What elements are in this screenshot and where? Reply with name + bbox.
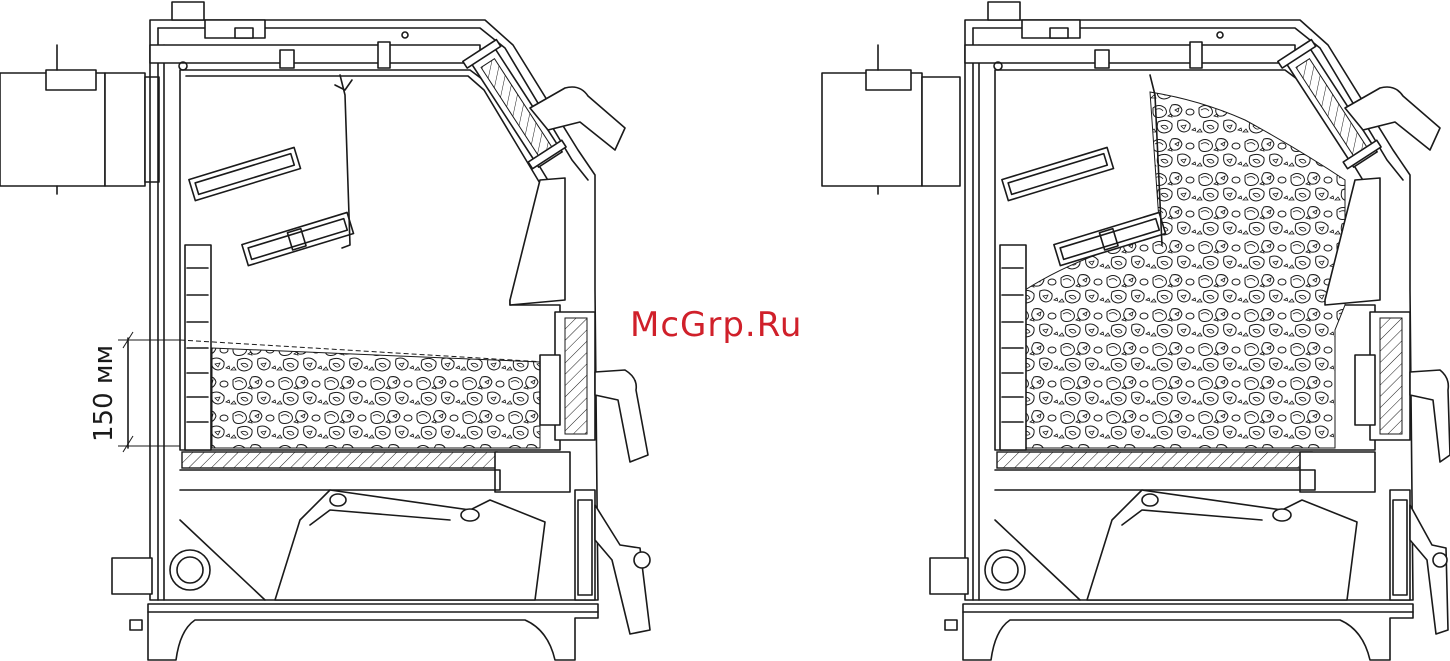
ash-chamber <box>180 470 500 490</box>
baffle-plate-upper <box>189 147 301 200</box>
return-pipe <box>985 550 1025 590</box>
fuel-load-low <box>212 348 540 448</box>
boiler-right <box>822 2 1450 660</box>
baffle-plate-upper <box>1002 147 1114 200</box>
level-dimension-label: 150 мм <box>89 345 119 442</box>
fuel-load-full <box>1025 92 1345 448</box>
ash-chamber <box>995 470 1315 490</box>
watermark: McGrp.Ru <box>630 308 802 342</box>
baffle-plate-lower <box>242 212 354 265</box>
grate <box>997 452 1312 468</box>
level-dimension: 150 мм <box>89 332 180 452</box>
return-pipe <box>170 550 210 590</box>
boiler-left: 150 мм <box>0 2 650 660</box>
grate <box>182 452 497 468</box>
